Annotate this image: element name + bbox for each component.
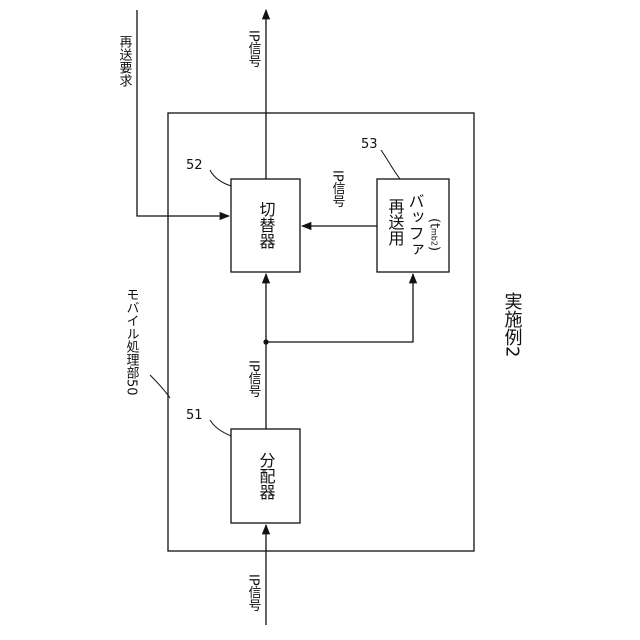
ref-50-leader	[150, 375, 170, 398]
retransmit-request-label: 再送要求	[117, 35, 133, 87]
ref-53: 53	[361, 137, 378, 152]
output-signal-label: IP信号	[246, 30, 262, 68]
distributor-label: 分配器	[257, 452, 276, 500]
ref-51-leader	[210, 420, 231, 436]
ref-53-leader	[381, 150, 400, 179]
ref-52: 52	[186, 158, 203, 173]
buffer-label-line2: バッファ	[406, 193, 425, 257]
figure-caption: 実施例2	[502, 292, 523, 358]
branch-to-buffer-line	[266, 274, 413, 342]
buffer-label-line3: (tmb2)	[427, 218, 442, 251]
switch-label: 切替器	[257, 201, 276, 249]
mid-signal-label: IP信号	[246, 360, 262, 398]
buffer-out-signal-label: IP信号	[330, 170, 346, 208]
unit-label: モバイル処理部50	[124, 288, 140, 396]
buffer-label-line1: 再送用	[386, 198, 405, 247]
ref-52-leader	[210, 170, 231, 186]
ref-51: 51	[186, 408, 203, 423]
input-signal-label: IP信号	[246, 574, 262, 612]
